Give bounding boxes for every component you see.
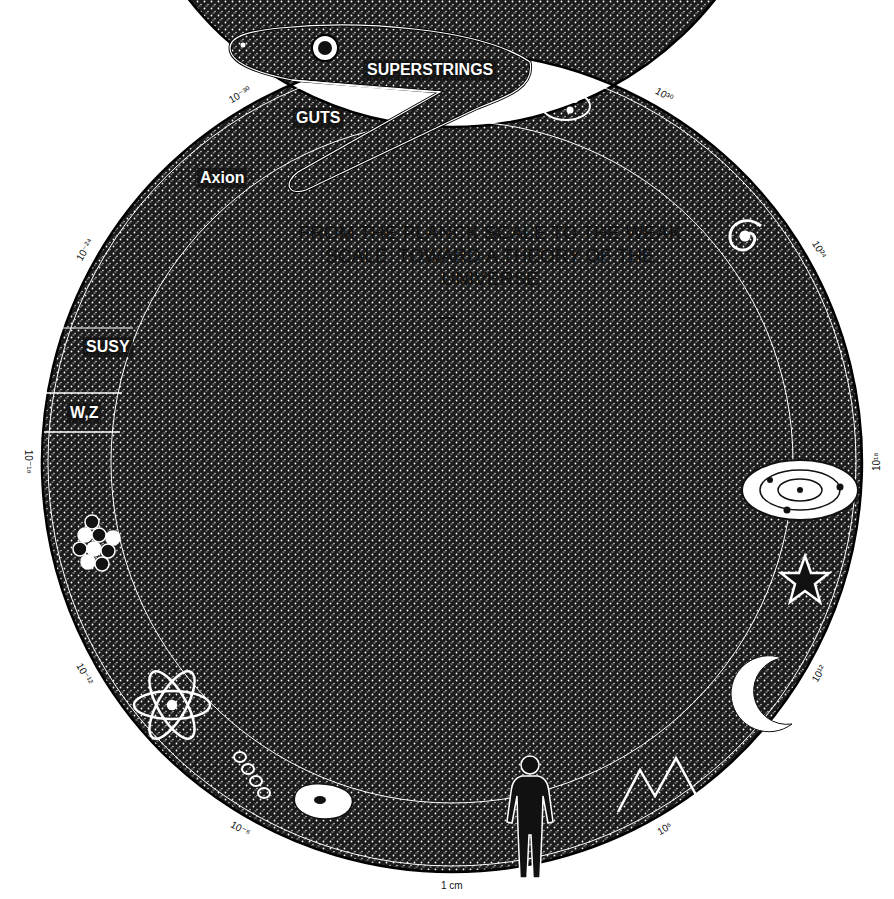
scale-label: GUTS [293,108,343,128]
scale-label: SUPERSTRINGS [364,60,496,80]
atom [134,665,210,745]
size-tick-label: 10²⁴ [808,237,829,262]
snake-body-part [48,58,856,866]
snake-body [42,0,862,872]
dna-beads [234,752,270,798]
dna-beads-part [258,788,270,798]
atom-part [141,665,203,745]
dna-beads-part [250,776,262,786]
size-tick-label: 10⁻⁶ [226,818,253,840]
snake-body-part [43,392,122,394]
cell [294,784,352,819]
solar-system-part [767,477,773,483]
mountains [618,758,702,812]
snake-head [230,25,531,191]
nucleus [73,515,120,571]
snake-body-part [62,328,133,329]
galaxy-cluster-part [573,98,577,102]
human-figure-part [521,756,539,774]
snake-head-part [230,25,531,191]
scale-label: Axion [197,168,247,188]
size-tick-label: 1 cm [439,880,465,892]
nucleus-part [95,557,109,571]
spiral-galaxy [730,221,761,250]
scale-label: W,Z [67,403,101,423]
snake-head-part [312,35,338,61]
snake-head-part [241,43,246,48]
nucleus-part [73,542,87,556]
solar-system-part [837,484,844,491]
size-tick-label: 10⁶ [653,819,675,839]
mountains-part [618,758,702,812]
galaxy-cluster [542,92,590,120]
moon [731,656,792,732]
nucleus-part [92,528,106,542]
atom-part [168,701,176,709]
nucleus-part [85,515,99,529]
galaxy-cluster-part [568,108,573,113]
moon-part [731,656,792,732]
scale-label: SUSY [83,337,133,357]
dna-beads-part [234,752,246,762]
size-tick-label: 10⁻¹⁸ [22,448,34,476]
galaxy-cluster-part [555,99,561,105]
cell-part [294,784,352,819]
star-part [781,556,829,602]
snake-head-part [230,25,531,191]
snake-body-part [111,121,793,803]
snake-body-part [42,0,862,872]
human-figure [507,756,553,878]
spiral-galaxy-part [730,221,761,250]
cell-part [314,796,326,804]
size-tick-label: 10¹² [809,661,830,686]
star [781,556,829,602]
size-tick-label: 10³⁰ [652,84,677,105]
title-dash-part [440,317,456,319]
solar-system-part [797,487,803,493]
galaxy-cluster-part [542,92,590,120]
nucleus-part [78,528,92,542]
nucleus-part [106,531,120,545]
solar-system-part [742,460,858,520]
title-dash [440,318,456,319]
solar-system [742,460,858,520]
size-tick-label: 10⁻¹² [73,659,96,688]
human-figure-part [507,776,553,878]
nucleus-part [87,542,101,556]
nucleus-part [81,555,95,569]
size-tick-label: 10⁻³⁰ [225,83,255,107]
diagram-title: FROM THE PLANCK SCALE TO THE WEAK SCALE:… [290,222,690,290]
spiral-galaxy-part [741,232,749,240]
solar-system-part [760,470,840,510]
snake-head-part [318,41,332,55]
atom-part [141,665,203,745]
solar-system-part [778,479,822,501]
snake-body-part [44,431,120,433]
atom-part [134,691,210,719]
dna-beads-part [242,764,254,774]
size-tick-label: 10⁻²⁴ [73,235,97,265]
snake-head-part [292,80,440,92]
size-tick-label: 10¹⁸ [870,450,882,473]
nucleus-part [101,544,115,558]
solar-system-part [784,507,791,514]
